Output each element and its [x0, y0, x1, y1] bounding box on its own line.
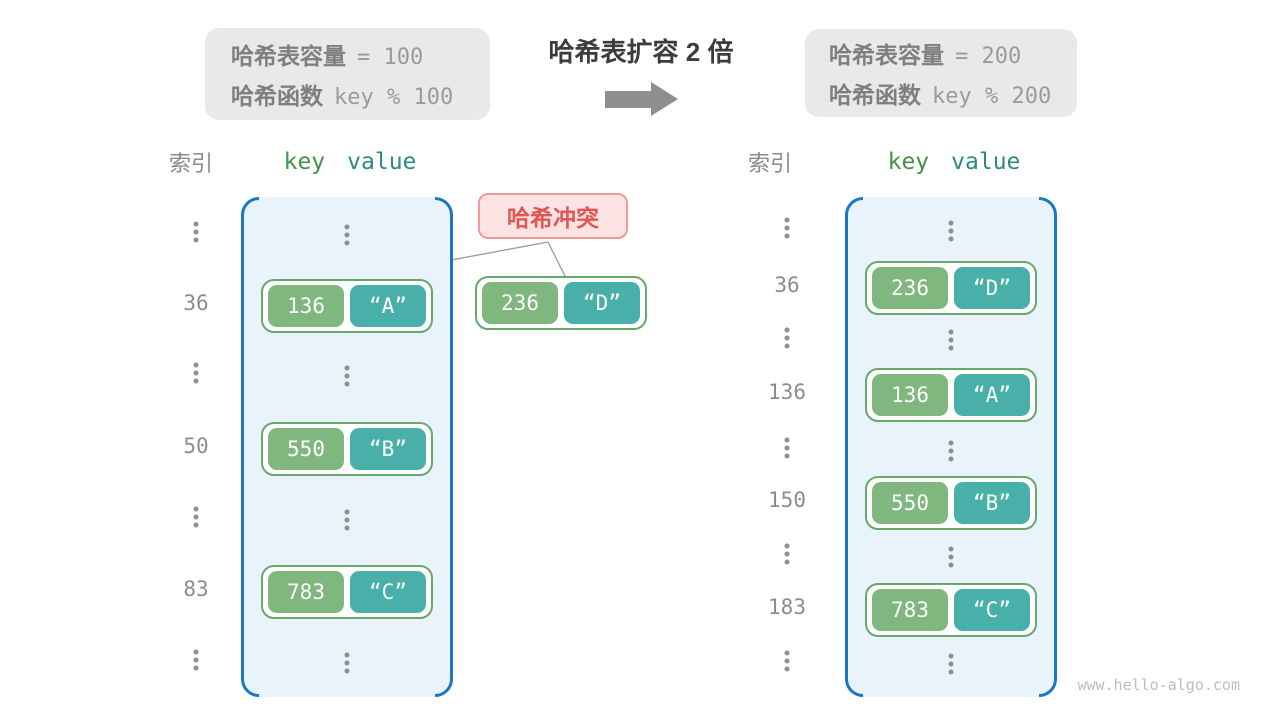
value-cell: “C”: [350, 571, 426, 613]
vertical-ellipsis-icon: [344, 660, 350, 666]
value-cell: “D”: [564, 282, 640, 324]
value-cell: “B”: [350, 428, 426, 470]
index-label: 150: [768, 488, 806, 512]
key-header: key: [283, 149, 326, 175]
left-index-header: 索引: [168, 151, 214, 176]
arrow-shaft: [605, 91, 652, 108]
key-cell: 550: [268, 428, 344, 470]
index-label: 50: [183, 434, 209, 458]
value-cell: “D”: [954, 267, 1030, 309]
vertical-ellipsis-icon: [193, 657, 199, 663]
vertical-ellipsis-icon: [344, 517, 350, 523]
hash-table-old: 136 “A” 550 “B” 783 “C”: [241, 197, 453, 697]
hash-function-value: key % 100: [334, 85, 454, 110]
bucket-pair: 136 “A”: [261, 279, 433, 333]
capacity-value: = 200: [955, 44, 1022, 69]
capacity-label: 哈希表容量: [231, 43, 346, 69]
index-label: 36: [183, 291, 209, 315]
index-label: 183: [768, 595, 806, 619]
value-cell: “C”: [954, 589, 1030, 631]
arrow-head: [651, 82, 678, 116]
key-cell: 783: [268, 571, 344, 613]
vertical-ellipsis-icon: [784, 445, 790, 451]
transition-title: 哈希表扩容 2 倍: [548, 37, 734, 67]
watermark: www.hello-algo.com: [1077, 676, 1240, 694]
vertical-ellipsis-icon: [948, 337, 954, 343]
bucket-pair: 136 “A”: [865, 368, 1037, 422]
vertical-ellipsis-icon: [344, 373, 350, 379]
hash-table-new: 236 “D” 136 “A” 550 “B” 783 “C”: [845, 197, 1057, 697]
vertical-ellipsis-icon: [784, 225, 790, 231]
bucket-pair: 783 “C”: [261, 565, 433, 619]
value-cell: “B”: [954, 482, 1030, 524]
key-header: key: [887, 149, 930, 175]
right-kv-header: key value: [888, 149, 1021, 175]
value-cell: “A”: [350, 285, 426, 327]
bucket-pair: 236 “D”: [865, 261, 1037, 315]
vertical-ellipsis-icon: [193, 370, 199, 376]
value-header: value: [951, 149, 1021, 175]
hash-collision-label: 哈希冲突: [478, 193, 628, 239]
key-cell: 236: [872, 267, 948, 309]
value-cell: “A”: [954, 374, 1030, 416]
left-kv-header: key value: [284, 149, 417, 175]
hash-function-value: key % 200: [932, 84, 1052, 109]
capacity-line: 哈希表容量 = 100: [231, 38, 490, 78]
vertical-ellipsis-icon: [193, 514, 199, 520]
colliding-bucket-pair: 236 “D”: [475, 276, 647, 330]
capacity-value: = 100: [357, 45, 424, 70]
key-cell: 136: [268, 285, 344, 327]
bucket-pair: 550 “B”: [865, 476, 1037, 530]
key-cell: 783: [872, 589, 948, 631]
index-label: 83: [183, 577, 209, 601]
hash-function-label: 哈希函数: [829, 82, 921, 108]
index-label: 136: [768, 380, 806, 404]
key-cell: 136: [872, 374, 948, 416]
info-box-new-table: 哈希表容量 = 200 哈希函数 key % 200: [805, 29, 1077, 117]
capacity-label: 哈希表容量: [829, 42, 944, 68]
expand-arrow-icon: [605, 82, 678, 117]
index-label: 36: [774, 273, 800, 297]
right-index-header: 索引: [747, 151, 793, 176]
capacity-line: 哈希表容量 = 200: [829, 37, 1077, 77]
vertical-ellipsis-icon: [344, 232, 350, 238]
key-cell: 550: [872, 482, 948, 524]
hash-function-line: 哈希函数 key % 200: [829, 77, 1077, 117]
vertical-ellipsis-icon: [784, 335, 790, 341]
hash-function-line: 哈希函数 key % 100: [231, 78, 490, 118]
bucket-pair: 550 “B”: [261, 422, 433, 476]
vertical-ellipsis-icon: [948, 228, 954, 234]
vertical-ellipsis-icon: [948, 448, 954, 454]
hash-function-label: 哈希函数: [231, 83, 323, 109]
value-header: value: [347, 149, 417, 175]
vertical-ellipsis-icon: [193, 229, 199, 235]
key-cell: 236: [482, 282, 558, 324]
vertical-ellipsis-icon: [784, 551, 790, 557]
vertical-ellipsis-icon: [948, 661, 954, 667]
vertical-ellipsis-icon: [784, 658, 790, 664]
bucket-pair: 783 “C”: [865, 583, 1037, 637]
info-box-old-table: 哈希表容量 = 100 哈希函数 key % 100: [205, 28, 490, 120]
vertical-ellipsis-icon: [948, 554, 954, 560]
